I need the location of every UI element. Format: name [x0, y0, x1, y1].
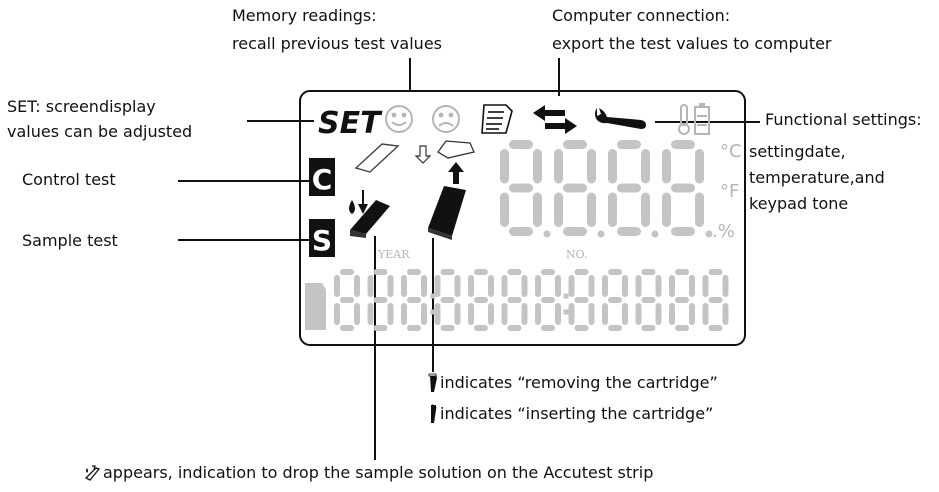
no-label: NO.: [566, 248, 588, 261]
big-digit-dot: [597, 230, 605, 238]
leader-lines: [178, 58, 760, 460]
small-digit: [367, 269, 394, 331]
small-digit-display: [334, 269, 729, 331]
cartridge-icon: [428, 186, 466, 240]
colon-dot: [563, 293, 569, 299]
wrench-icon: [595, 108, 646, 129]
small-digit: [501, 269, 528, 331]
inserting-label: indicates “inserting the cartridge”: [440, 404, 714, 423]
small-digit: [702, 269, 729, 331]
small-digit: [669, 269, 695, 331]
colon-dot: [430, 293, 436, 299]
cartridge-arrows: [414, 140, 475, 184]
year-label: YEAR: [377, 248, 410, 261]
small-digit: [535, 269, 561, 331]
left-segment-block: [305, 283, 326, 330]
sample-badge-bg: [309, 219, 335, 257]
sample-badge: S: [312, 224, 332, 257]
set-label-line1: SET: screendisplay: [7, 97, 156, 116]
inserting-icon: [431, 404, 437, 423]
drop-sample-icon: [84, 465, 101, 481]
transfer-arrows-icon: [533, 105, 577, 134]
colon-dot: [430, 309, 436, 315]
colon-dot: [563, 309, 569, 315]
big-digit-dot: [651, 230, 659, 238]
memory-icon: [481, 104, 513, 134]
computer-label-line2: export the test values to computer: [552, 34, 832, 53]
big-digit-dot: [543, 230, 551, 238]
memory-label-line2: recall previous test values: [232, 34, 442, 53]
sample-test-label: Sample test: [22, 231, 118, 250]
frown-icon: [432, 105, 460, 133]
settings-label-line2: settingdate,: [749, 142, 846, 161]
thermometer-icon: [678, 104, 690, 135]
set-label-line2: values can be adjusted: [7, 122, 193, 141]
memory-label-line1: Memory readings:: [232, 6, 377, 25]
small-digit: [334, 269, 360, 331]
big-digit: [500, 140, 542, 236]
lcd-frame: [299, 90, 746, 346]
control-badge-bg: [309, 158, 335, 196]
settings-label-line3: temperature,and: [749, 168, 885, 187]
control-badge: C: [312, 163, 333, 196]
smiley-icon: [385, 105, 413, 133]
computer-label-line1: Computer connection:: [552, 6, 731, 25]
settings-label-line1: Functional settings:: [765, 110, 922, 129]
small-digit: [401, 269, 427, 331]
unit-percent: .%: [712, 221, 735, 242]
battery-icon: [694, 103, 710, 135]
set-indicator: SET: [318, 106, 383, 141]
big-digit: [554, 140, 596, 236]
big-digit: [608, 140, 650, 236]
drop-sample-label: appears, indication to drop the sample s…: [103, 463, 654, 482]
drop-icon: [349, 190, 368, 214]
small-digit: [635, 269, 662, 331]
strip-icon: [354, 143, 400, 173]
small-digit: [568, 269, 595, 331]
small-digit: [468, 269, 494, 331]
settings-label-line4: keypad tone: [749, 194, 849, 213]
small-digit: [602, 269, 628, 331]
big-digit-dot: [705, 230, 713, 238]
big-digit-display: [500, 140, 713, 238]
unit-fahrenheit: °F: [720, 181, 739, 202]
removing-icon: [428, 373, 437, 392]
control-test-label: Control test: [22, 170, 116, 189]
removing-label: indicates “removing the cartridge”: [440, 373, 718, 392]
small-digit: [434, 269, 461, 331]
big-digit: [662, 140, 704, 236]
unit-celsius: °C: [720, 141, 742, 162]
strip-meter-icon: [350, 200, 390, 238]
